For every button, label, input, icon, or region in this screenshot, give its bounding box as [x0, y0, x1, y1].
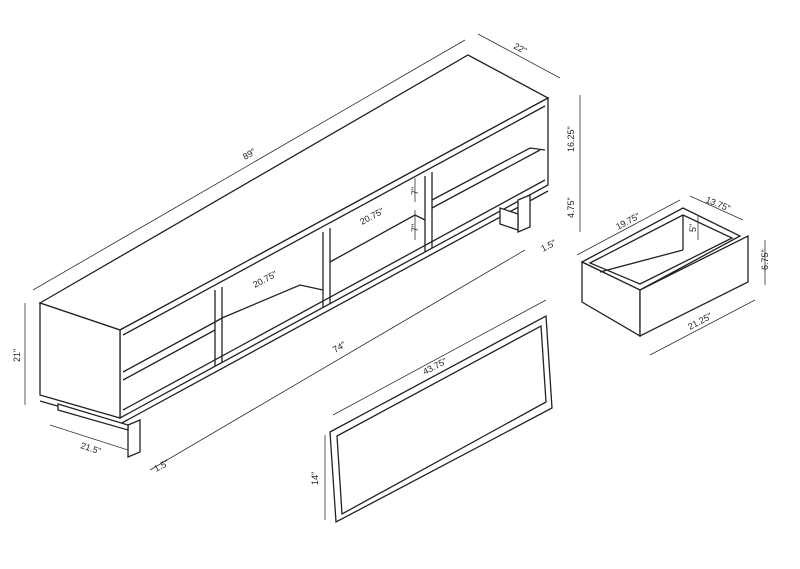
label-drawer-front-height: 6.75"	[760, 249, 770, 270]
label-leg-depth: 21.5"	[79, 440, 102, 456]
label-shelf-gap-upper: 7"	[410, 187, 420, 195]
label-upper-height: 16.25"	[566, 126, 576, 152]
cabinet-leg-right	[517, 194, 531, 233]
label-inner-length: 74"	[331, 339, 347, 354]
cabinet-leg-left	[127, 419, 141, 458]
label-cabinet-length: 89"	[241, 146, 257, 161]
dimension-lines	[24, 33, 766, 520]
label-shelf-gap-lower: 7"	[410, 224, 420, 232]
door-panel	[329, 314, 553, 524]
label-drawer-inner-height: 5"	[688, 224, 698, 232]
tv-cabinet	[38, 54, 550, 458]
label-drawer-depth: 19.75"	[614, 211, 641, 232]
drawer	[580, 207, 749, 338]
label-base-height: 4.75"	[566, 197, 576, 218]
label-total-height: 21"	[12, 349, 22, 362]
label-leg-width-left: 1.5"	[152, 458, 171, 474]
cabinet-left-side	[39, 302, 121, 419]
label-drawer-width: 13.75"	[704, 195, 732, 214]
label-panel-height: 14"	[310, 472, 320, 485]
label-leg-width-right: 1.5"	[539, 238, 558, 254]
